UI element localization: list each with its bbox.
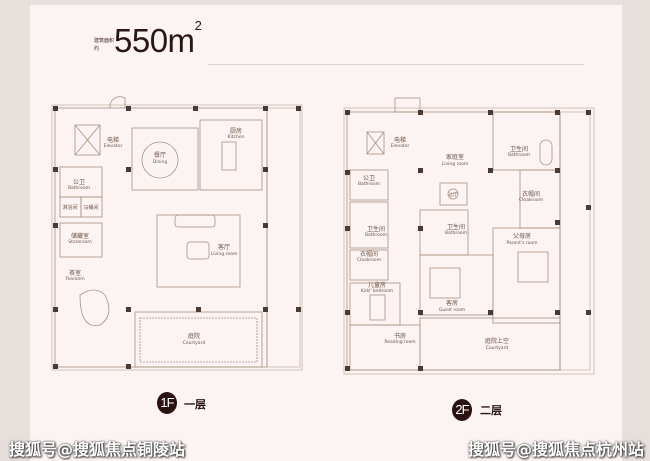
label-bath-left: 卫生间 [367,225,385,233]
cloakroom-left [349,249,389,281]
bathtub [539,139,553,166]
label-cloak-right-en: Cloakroom [519,197,543,203]
label-kitchen: 厨房 [230,127,242,135]
label-cloak-left: 衣帽间 [360,250,378,258]
label-bath-mid: 卫生间 [447,223,465,231]
label-2f-public-bath: 公卫 [363,175,375,182]
2f-room-labels: 电梯 Elevator 家庭室 Living room 过厅 公卫 Bathro… [357,136,543,351]
label-dining: 餐厅 [154,151,166,159]
label-guest: 客房 [446,299,458,307]
guest-bed [429,267,461,299]
label-elevator-en: Elevator [104,143,123,149]
dining-room [131,127,199,191]
courtyard-void [419,317,561,371]
toilet-room [80,196,103,218]
label-kitchen-en: Kitchen [228,134,245,140]
label-courtyard: 庭院 [188,332,200,340]
1f-pillars [53,106,301,369]
label-bathroom: 公卫 [73,179,85,186]
label-parents: 父母房 [513,232,531,240]
label-storeroom: 储藏室 [71,232,89,240]
label-living: 客厅 [218,243,230,251]
label-storeroom-en: Storeroom [68,239,92,245]
label-reading-en: Reading room [384,339,415,345]
hall-circle [447,188,459,200]
label-2f-public-bath-en: Bathroom [358,181,380,187]
label-living-en: Living room [211,251,237,257]
area-value: 550m2 [114,18,202,60]
watermark-right: 搜狐号@搜狐焦点杭州站 [468,440,645,459]
label-reading: 书房 [394,332,406,340]
floor-badge-2f: 2F [452,399,472,421]
label-hall: 过厅 [449,191,458,198]
area-unit-sup: 2 [194,18,202,33]
label-elevator: 电梯 [107,136,119,144]
storeroom [59,222,103,258]
living-room-rug [156,214,241,288]
1f-entry-door [109,96,126,109]
label-bath-master: 卫生间 [510,145,528,153]
label-dining-en: Dining [153,159,168,165]
floor-label-2f: 二层 [480,404,502,417]
header-divider [208,64,584,65]
public-bathroom-2f [349,169,389,201]
reading-room [349,324,421,371]
label-2f-living: 家庭室 [446,153,464,161]
bathroom-left [349,201,389,249]
2f-outer-line [343,107,595,375]
parents-bed [517,251,549,283]
kids-bed [369,294,386,321]
label-2f-elevator-en: Elevator [391,143,410,149]
coffee-table [186,241,210,260]
label-kids: 儿童房 [368,281,386,289]
2f-elevator-shaft [366,131,385,155]
label-parents-en: Parent's room [506,240,537,246]
label-bath-left-en: Bathroom [365,232,387,238]
label-toilet: 马桶间 [83,204,98,211]
area-number: 550m [114,22,195,59]
dining-table [141,141,179,179]
tearoom-table [79,289,110,327]
label-bath-mid-en: Bathroom [445,230,467,236]
guest-room [419,254,494,316]
area-label: 建筑面积约 [94,38,115,52]
label-cloak-right: 衣帽间 [522,190,540,198]
label-2f-elevator: 电梯 [394,136,406,144]
floor-label-1f: 一层 [184,398,206,411]
label-guest-en: Guest room [439,307,465,313]
label-courtyard-en: Courtyard [183,340,206,346]
floor-plan-1f [51,96,303,371]
floor-plan-2f [343,97,595,375]
label-shower: 淋浴间 [62,204,77,211]
2f-corridor [559,111,591,371]
1f-room-labels: 电梯 Elevator 餐厅 Dining 厨房 Kitchen 公卫 Bath… [62,127,244,346]
label-cloak-left-en: Cloakroom [357,257,381,263]
2f-balcony [394,97,421,113]
elevator-shaft [74,124,101,156]
label-bath-master-en: Bathroom [508,152,530,158]
sofa [174,214,216,228]
label-tearoom-en: Tearoom [64,276,84,282]
floor-badge-1f: 1F [157,392,177,414]
kitchen [199,119,263,191]
floorplan-panel [30,5,622,461]
label-tearoom: 茶室 [69,269,81,277]
watermark-left: 搜狐号@搜狐焦点铜陵站 [9,440,186,459]
label-2f-courtyard-en: Courtyard [486,345,509,351]
label-kids-en: Kids' bedroom [361,288,393,294]
1f-outer-line [51,104,303,371]
courtyard-border [139,317,258,363]
label-bathroom-en: Bathroom [68,185,90,191]
hall-rug [439,182,468,206]
2f-pillars [345,110,591,371]
label-2f-courtyard: 庭院上空 [485,337,509,345]
label-2f-living-en: Living room [442,161,468,167]
kitchen-island [221,141,237,171]
1f-corridor [266,107,301,368]
